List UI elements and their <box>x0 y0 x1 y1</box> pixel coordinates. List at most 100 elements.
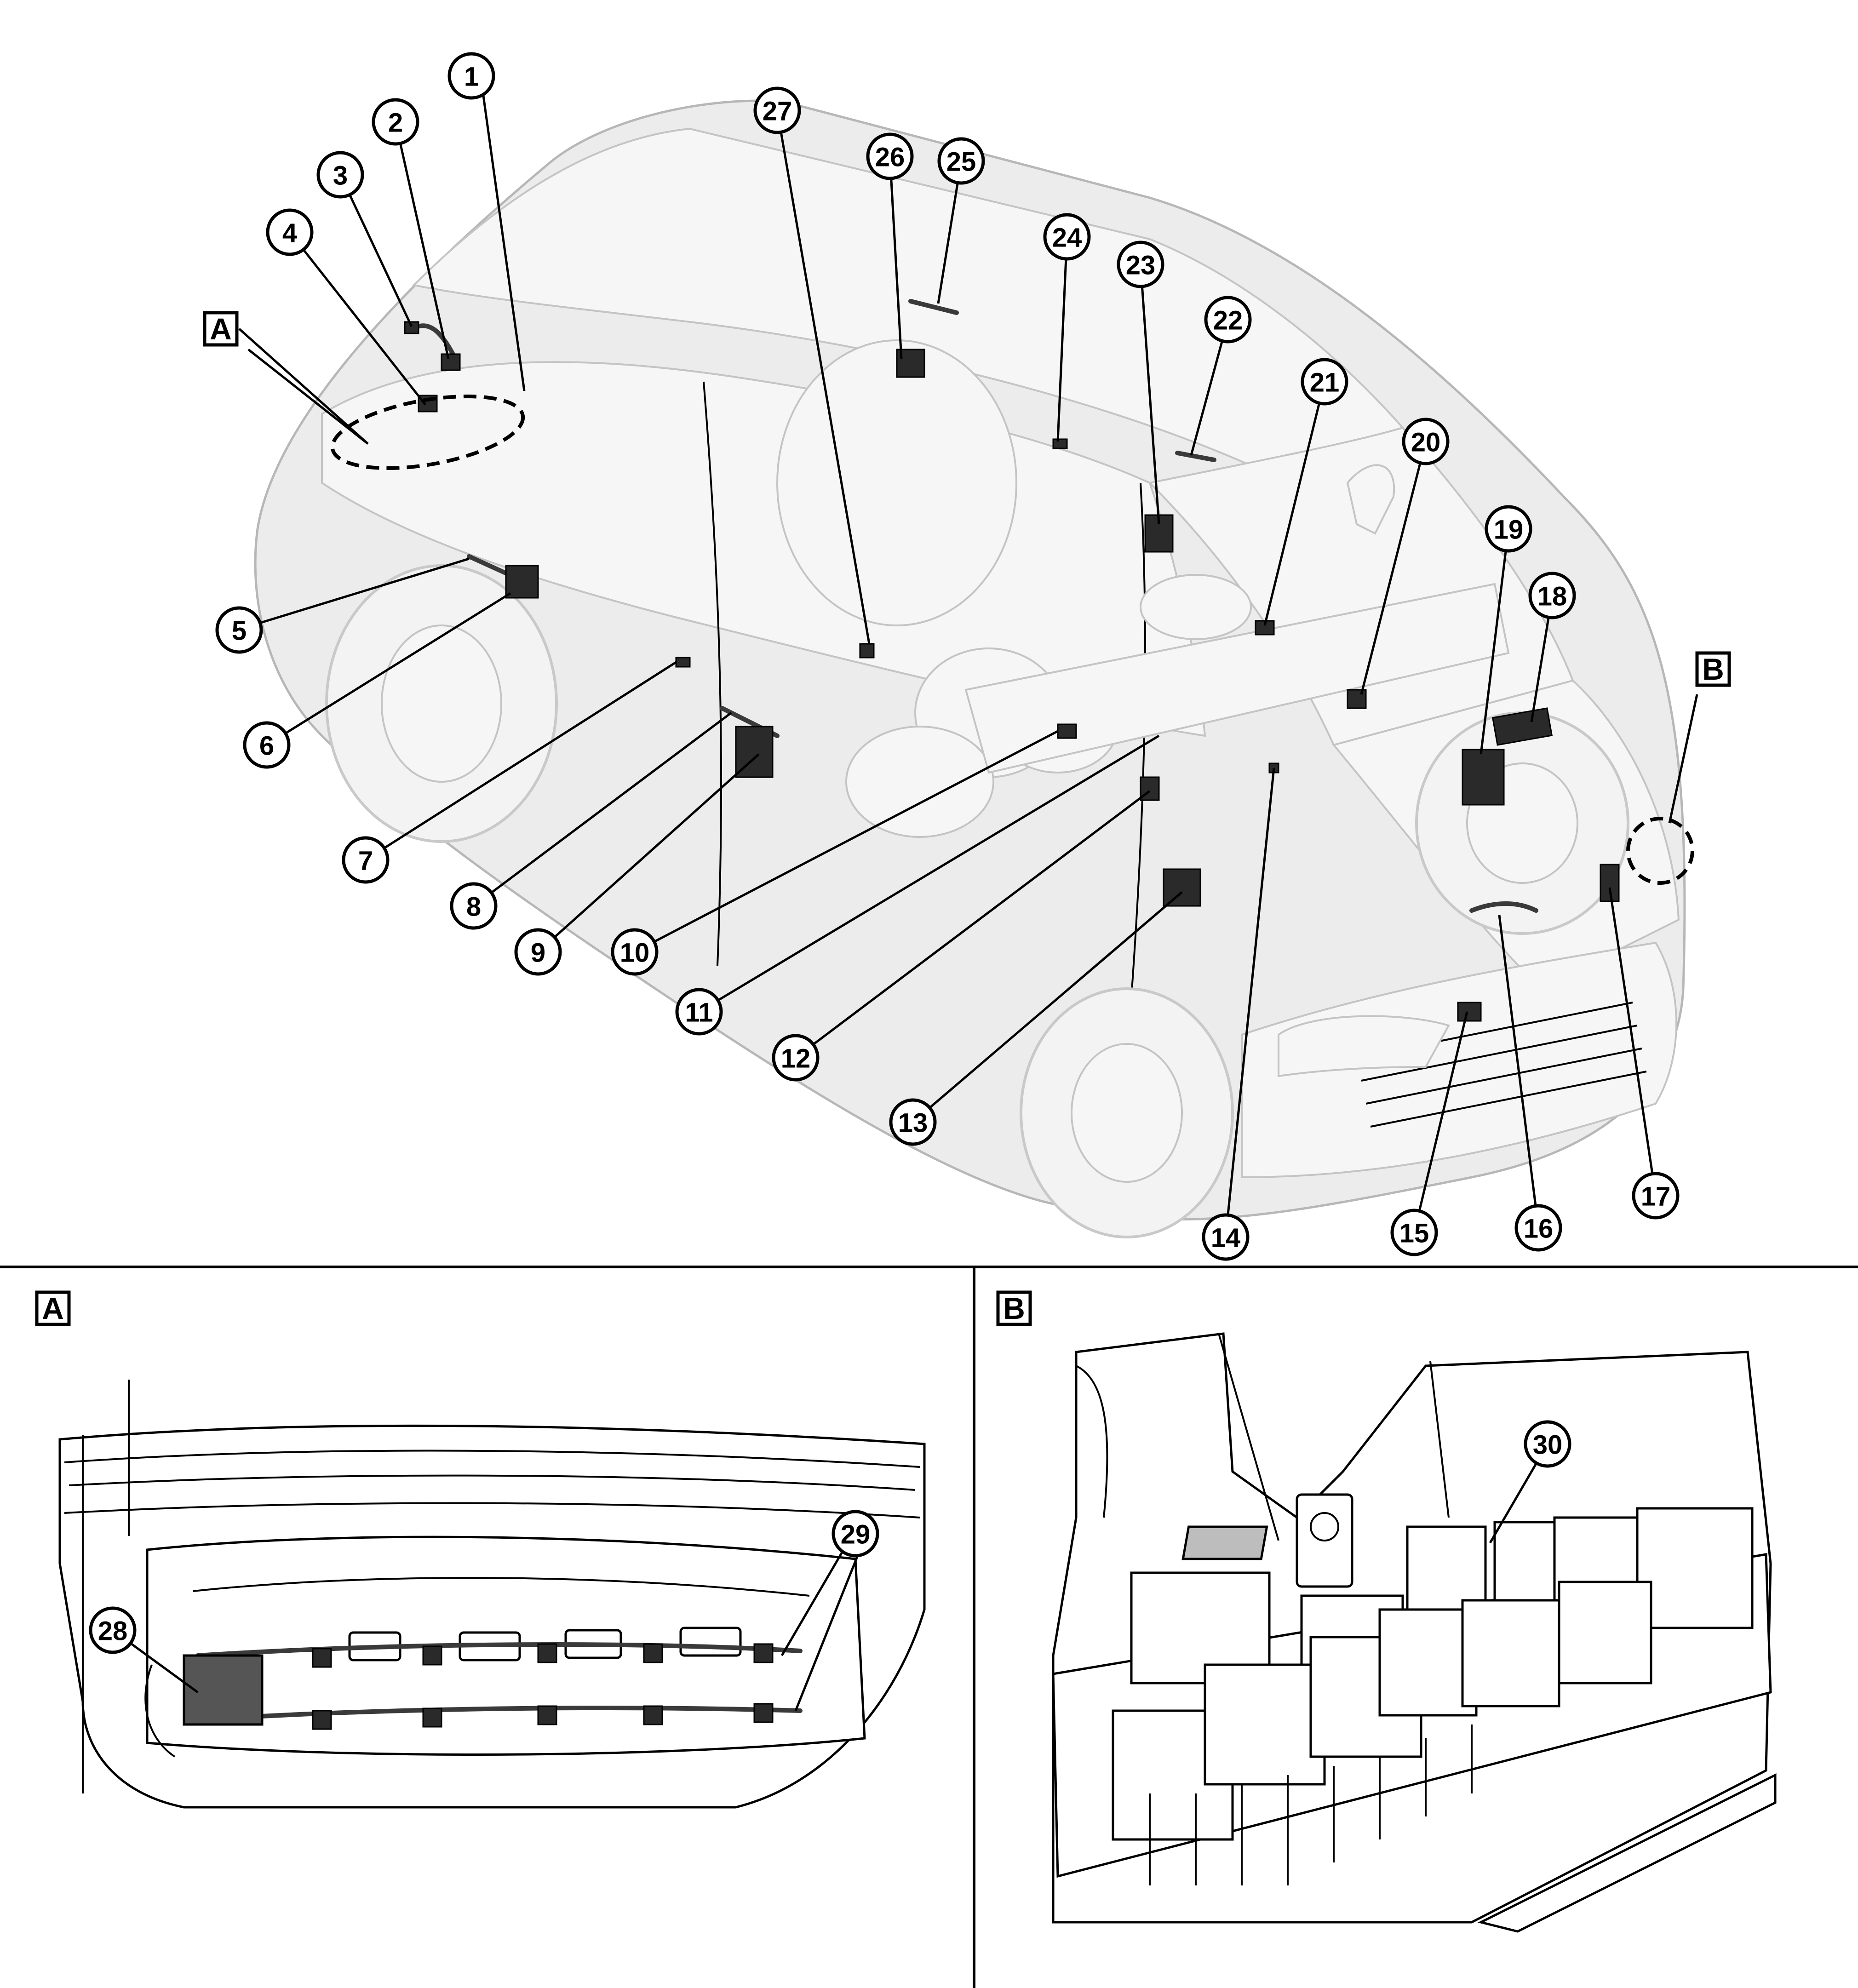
part-13 <box>1163 868 1201 907</box>
part-7 <box>675 657 691 668</box>
callout-number: 24 <box>1052 223 1082 253</box>
callout-4: 4 <box>266 208 314 256</box>
callout-circle <box>266 208 314 256</box>
part-19 <box>1462 749 1505 806</box>
callout-circle <box>675 988 723 1036</box>
callout-circle <box>1204 296 1252 344</box>
callout-number: 19 <box>1494 515 1524 545</box>
callout-circle <box>753 86 801 134</box>
callout-1: 1 <box>447 52 495 100</box>
callout-13: 13 <box>889 1098 937 1146</box>
callout-18: 18 <box>1528 572 1576 619</box>
box-label-a-main-text: A <box>210 312 232 346</box>
callout-15: 15 <box>1390 1209 1438 1256</box>
callout-20: 20 <box>1402 418 1450 465</box>
callout-circle <box>450 882 498 930</box>
front-wheel-left <box>1020 987 1234 1238</box>
callout-circle <box>243 721 291 769</box>
callout-number: 16 <box>1524 1214 1554 1244</box>
callout-circle <box>1402 418 1450 465</box>
box-label-b-detail-text: B <box>1003 1291 1025 1325</box>
callout-circle <box>316 151 364 199</box>
callout-number: 1 <box>464 62 479 92</box>
callout-29: 29 <box>832 1510 879 1558</box>
callout-number: 27 <box>763 97 792 126</box>
callout-number: 2 <box>388 108 403 138</box>
detail-b-illustration <box>1052 1332 1777 1933</box>
part-6 <box>505 565 539 599</box>
callout-number: 11 <box>685 998 713 1028</box>
callout-circle <box>1301 358 1348 406</box>
callout-circle <box>1485 505 1532 553</box>
callout-number: 17 <box>1641 1182 1671 1212</box>
callout-circle <box>1117 241 1164 288</box>
part-3 <box>404 321 419 334</box>
callout-number: 13 <box>898 1108 928 1138</box>
callout-11: 11 <box>675 988 723 1036</box>
callout-circle <box>215 606 263 654</box>
callout-circle <box>1202 1213 1250 1261</box>
callout-circle <box>611 928 659 976</box>
callout-circle <box>889 1098 937 1146</box>
callout-circle <box>1528 572 1576 619</box>
callout-circle <box>1514 1204 1562 1252</box>
front-wheel-right <box>1415 711 1629 935</box>
callout-26: 26 <box>866 132 914 180</box>
callout-number: 7 <box>358 846 373 876</box>
callout-10: 10 <box>611 928 659 976</box>
part-24 <box>1052 438 1068 449</box>
callout-6: 6 <box>243 721 291 769</box>
callout-number: 6 <box>259 731 274 761</box>
callout-5: 5 <box>215 606 263 654</box>
callout-circle <box>372 98 419 146</box>
callout-number: 15 <box>1399 1219 1429 1249</box>
callout-number: 28 <box>98 1616 128 1646</box>
box-label-b-main: B <box>1695 651 1731 687</box>
callout-14: 14 <box>1202 1213 1250 1261</box>
part-2 <box>441 353 461 371</box>
callout-circle <box>937 137 985 185</box>
callout-16: 16 <box>1514 1204 1562 1252</box>
rear-wheel <box>325 564 558 843</box>
callout-30: 30 <box>1524 1420 1571 1468</box>
box-label-a-main: A <box>203 311 239 347</box>
callout-19: 19 <box>1485 505 1532 553</box>
callout-22: 22 <box>1204 296 1252 344</box>
callout-circle <box>342 836 390 884</box>
callout-circle <box>832 1510 879 1558</box>
callout-2: 2 <box>372 98 419 146</box>
callout-23: 23 <box>1117 241 1164 288</box>
callout-number: 10 <box>620 938 650 968</box>
callout-27: 27 <box>753 86 801 134</box>
callout-circle <box>514 928 562 976</box>
callout-number: 30 <box>1533 1430 1563 1460</box>
callout-12: 12 <box>772 1034 820 1082</box>
callout-number: 25 <box>946 147 976 177</box>
callout-number: 9 <box>531 938 545 968</box>
callout-number: 12 <box>781 1044 811 1074</box>
callout-number: 21 <box>1310 368 1340 398</box>
callout-number: 14 <box>1211 1223 1241 1253</box>
part-9 <box>735 726 774 778</box>
detail-a-illustration <box>58 1380 926 1809</box>
callout-circle <box>1632 1172 1680 1220</box>
callout-number: 3 <box>333 161 348 191</box>
box-label-a-detail-text: A <box>42 1291 64 1325</box>
box-label-a-detail: A <box>35 1290 71 1326</box>
callout-circle <box>1043 213 1091 261</box>
callout-number: 8 <box>466 892 481 922</box>
callout-28: 28 <box>89 1606 137 1654</box>
callout-circle <box>89 1606 137 1654</box>
callout-8: 8 <box>450 882 498 930</box>
callout-21: 21 <box>1301 358 1348 406</box>
part-17 <box>1600 864 1620 902</box>
callout-number: 22 <box>1213 306 1243 336</box>
part-10 <box>1057 723 1077 739</box>
callout-circle <box>772 1034 820 1082</box>
callout-7: 7 <box>342 836 390 884</box>
callout-number: 23 <box>1126 251 1156 281</box>
leader-lines <box>236 75 1698 1237</box>
callout-circle <box>447 52 495 100</box>
callout-number: 4 <box>282 218 297 248</box>
